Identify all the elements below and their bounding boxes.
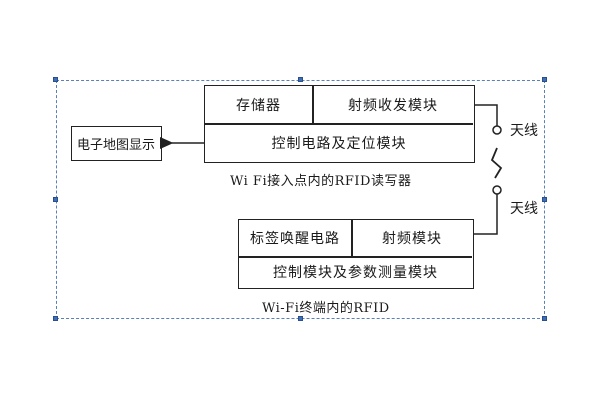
rf-transceiver-cell: 射频收发模块 bbox=[348, 97, 438, 114]
terminal-block: 标签唤醒电路 射频模块 控制模块及参数测量模块 bbox=[238, 219, 474, 289]
tag-wakeup-cell: 标签唤醒电路 bbox=[250, 231, 340, 247]
resize-handle-bottom-middle[interactable] bbox=[298, 316, 303, 321]
reader-cell-divider bbox=[312, 86, 314, 123]
terminal-antenna-feed bbox=[474, 194, 498, 235]
map-display-label: 电子地图显示 bbox=[76, 137, 155, 153]
reader-block: 存储器 射频收发模块 控制电路及定位模块 bbox=[204, 85, 475, 163]
terminal-caption: Wi-Fi终端内的RFID bbox=[262, 301, 390, 316]
resize-handle-top-right[interactable] bbox=[542, 77, 547, 82]
resize-handle-top-left[interactable] bbox=[53, 77, 58, 82]
antenna-top-label: 天线 bbox=[510, 123, 538, 139]
antenna-top-icon bbox=[492, 125, 502, 135]
resize-handle-left-middle[interactable] bbox=[53, 197, 58, 202]
reader-row-divider bbox=[205, 123, 473, 125]
terminal-row-divider bbox=[239, 256, 472, 258]
resize-handle-top-middle[interactable] bbox=[298, 77, 303, 82]
resize-handle-right-middle[interactable] bbox=[542, 197, 547, 202]
reader-caption: Wi Fi接入点内的RFID读写器 bbox=[230, 174, 412, 189]
map-display-box: 电子地图显示 bbox=[71, 126, 162, 161]
resize-handle-bottom-left[interactable] bbox=[53, 316, 58, 321]
control-positioning-cell: 控制电路及定位模块 bbox=[271, 135, 407, 152]
antenna-bottom-label: 天线 bbox=[510, 201, 538, 217]
storage-cell: 存储器 bbox=[236, 97, 281, 114]
rf-module-cell: 射频模块 bbox=[382, 231, 442, 247]
antenna-bottom-icon bbox=[492, 185, 502, 195]
wireless-link-icon bbox=[490, 147, 503, 179]
terminal-cell-divider bbox=[351, 220, 353, 256]
control-measurement-cell: 控制模块及参数测量模块 bbox=[273, 265, 438, 281]
reader-antenna-feed bbox=[475, 104, 498, 126]
resize-handle-bottom-right[interactable] bbox=[542, 316, 547, 321]
